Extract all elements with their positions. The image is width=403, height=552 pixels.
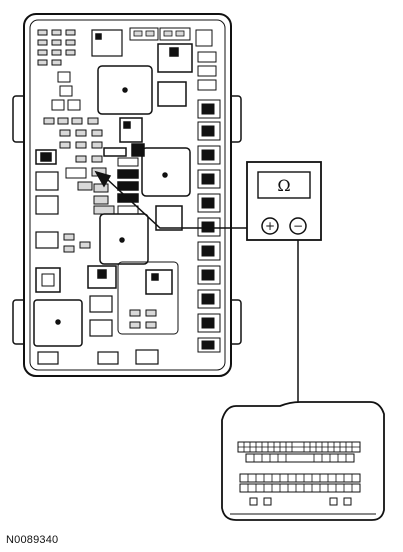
- negative-terminal-label: −: [293, 219, 303, 233]
- mini-fuse-grid-middle: [43, 117, 103, 163]
- ohm-symbol: Ω: [277, 176, 290, 195]
- junction-box: [12, 13, 242, 377]
- right-fuse-column: [197, 51, 221, 353]
- ohmmeter: Ω + −: [246, 161, 322, 241]
- positive-terminal-label: +: [265, 219, 275, 233]
- positive-terminal: [261, 217, 279, 235]
- negative-terminal: [289, 217, 307, 235]
- meter-display: [257, 171, 311, 199]
- figure-reference-id: N0089340: [6, 534, 59, 546]
- mini-fuse-grid-top: [37, 29, 81, 111]
- module-connector: [221, 401, 385, 521]
